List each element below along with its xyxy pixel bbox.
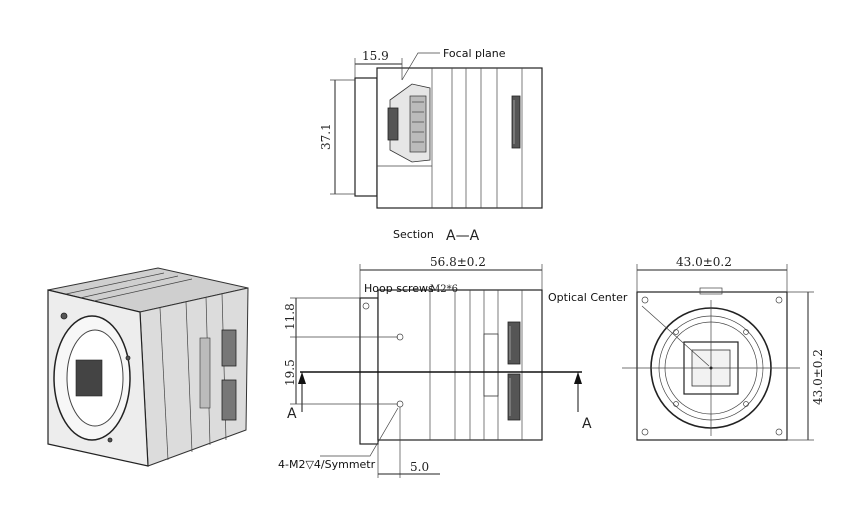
dim-side-5-0: 5.0 (410, 460, 429, 474)
dim-top-height: 37.1 (319, 123, 333, 150)
hoop-screws-label: Hoop screws (364, 282, 434, 295)
section-marker-left: A (287, 406, 297, 422)
side-view: A A 56.8±0.2 11.8 19.5 5.0 4-M2▽4/Symmet… (278, 255, 592, 478)
section-marker-right: A (582, 416, 592, 432)
section-id: A—A (446, 228, 480, 244)
dim-front-height: 43.0±0.2 (811, 349, 825, 405)
optical-center-label: Optical Center (548, 291, 628, 304)
isometric-view (47, 267, 249, 467)
dim-side-19-5: 19.5 (283, 359, 297, 386)
dim-front-width: 43.0±0.2 (676, 255, 732, 269)
section-view: 15.9 37.1 Focal plane Section A—A (319, 47, 543, 244)
dim-side-width: 56.8±0.2 (430, 255, 486, 269)
hoop-screws-spec: M2*6 (430, 284, 458, 295)
section-caption: Section (393, 228, 434, 241)
dim-side-11-8: 11.8 (283, 303, 297, 330)
front-view: Optical Center 43.0±0.2 43.0±0.2 (548, 255, 825, 441)
screw-note: 4-M2▽4/Symmetr (278, 458, 376, 471)
focal-plane-label: Focal plane (443, 47, 506, 60)
dim-top-width: 15.9 (362, 49, 389, 63)
